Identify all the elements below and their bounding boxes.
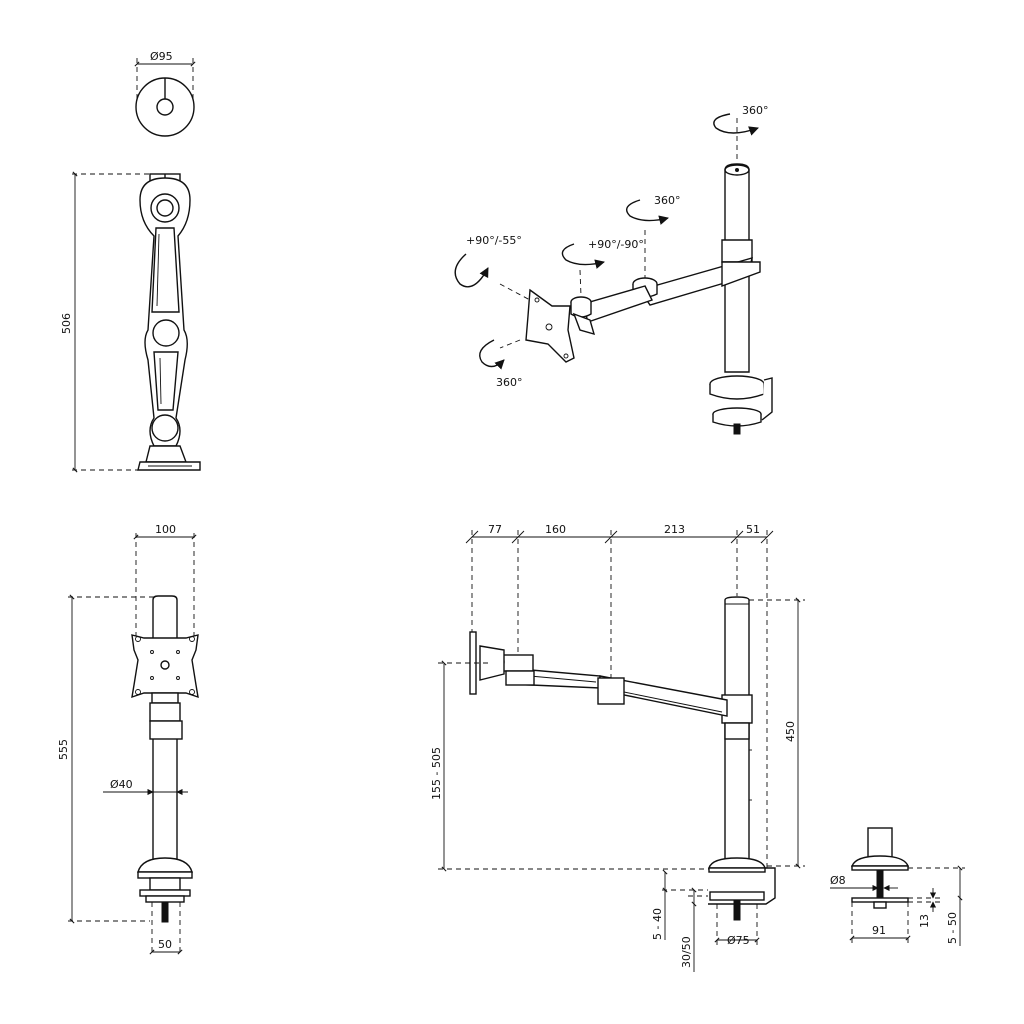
front-view: 100 555 Ø40 [57, 523, 199, 956]
plate-width-label: 91 [872, 924, 886, 937]
seg4-label: 51 [746, 523, 760, 536]
bolt-diameter-label: Ø8 [830, 874, 846, 887]
tilt2-label: +90°/-90° [588, 238, 644, 251]
clamp-diameter-label: Ø75 [727, 934, 750, 947]
plate-thickness-label: 13 [918, 914, 931, 928]
top-view: Ø95 [134, 50, 196, 137]
head-rotation-label: 360° [496, 376, 523, 389]
clamp-range-label: 30/50 [680, 936, 693, 968]
side-elevation: 77 160 213 51 450 155 - 505 [430, 523, 805, 972]
clamp-detail: Ø8 91 13 5 - 50 [830, 827, 965, 946]
base-width-label: 50 [158, 938, 172, 951]
iso-view: 360° 360° +90°/-90° +90°/-55° 360° [454, 104, 773, 435]
seg2-label: 160 [545, 523, 566, 536]
pole-diameter-label: Ø40 [110, 778, 133, 791]
seg1-label: 77 [488, 523, 502, 536]
side-view: 506 [60, 171, 201, 473]
front-width-label: 100 [155, 523, 176, 536]
seg3-label: 213 [664, 523, 685, 536]
pole-rotation-label: 360° [742, 104, 769, 117]
side-height-label: 506 [60, 313, 73, 334]
adjust-range-label: 155 - 505 [430, 747, 443, 800]
tilt-label: +90°/-55° [466, 234, 522, 247]
thickness-range-label: 5 - 50 [946, 912, 959, 944]
pole-height-label: 450 [784, 721, 797, 742]
front-height-label: 555 [57, 739, 70, 760]
desk-range-label: 5 - 40 [651, 908, 664, 940]
arm-rotation-label: 360° [654, 194, 681, 207]
top-diameter-label: Ø95 [150, 50, 173, 63]
